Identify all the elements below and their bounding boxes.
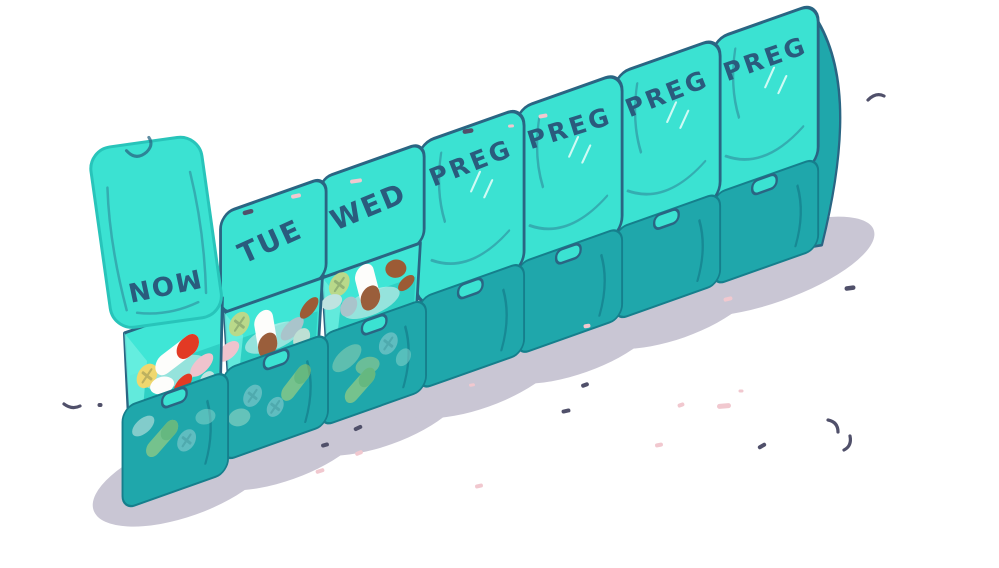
pill [385, 259, 407, 278]
front-crease [204, 399, 212, 465]
lid-notch [124, 135, 153, 158]
pill-capsule [146, 419, 179, 458]
tue-pills [216, 297, 319, 362]
pill [340, 296, 358, 317]
pill-capsule [155, 334, 200, 376]
pill [332, 344, 362, 373]
pill [229, 311, 250, 337]
pill [216, 341, 240, 362]
compartment-preg-2: PREG [435, 70, 702, 358]
compartment-tue: TUE [167, 175, 380, 463]
lid-crease [135, 300, 200, 315]
pill [266, 396, 284, 417]
pill [228, 408, 251, 427]
confetti [62, 93, 886, 489]
pill-capsule [354, 263, 381, 311]
pill [243, 384, 263, 407]
pill [195, 408, 216, 425]
pill [150, 376, 175, 395]
latch-tab [160, 386, 188, 409]
compartment-preg-4: PREG [631, 0, 898, 289]
pill [177, 429, 197, 452]
pill-capsule [344, 367, 376, 404]
pill [299, 297, 319, 319]
pill [321, 294, 343, 310]
cavity-wall [124, 332, 148, 411]
wed-pills-through [332, 332, 411, 404]
compartment-preg-1: PREG [337, 105, 604, 393]
pill-capsule [254, 309, 278, 358]
pill [280, 316, 304, 341]
pill [190, 353, 214, 377]
compartment-lid-open [89, 135, 223, 329]
compartment-preg-3: PREG [533, 35, 800, 323]
lid-crease [106, 170, 208, 312]
mon-open-lid: MON [89, 135, 223, 329]
compartment-mon [121, 296, 230, 508]
mon-pills-through [132, 408, 216, 458]
pill [136, 363, 158, 389]
pill [395, 348, 411, 367]
pill [378, 332, 398, 355]
compartment-wed: WED [265, 140, 478, 429]
pill [132, 415, 155, 437]
tue-pills-through [228, 364, 311, 427]
pill-capsule [281, 364, 311, 401]
wed-pills [321, 259, 415, 317]
pill [398, 274, 415, 292]
organizer-row: PREG PREG PREG PREG [92, 0, 898, 527]
pill [328, 272, 350, 297]
